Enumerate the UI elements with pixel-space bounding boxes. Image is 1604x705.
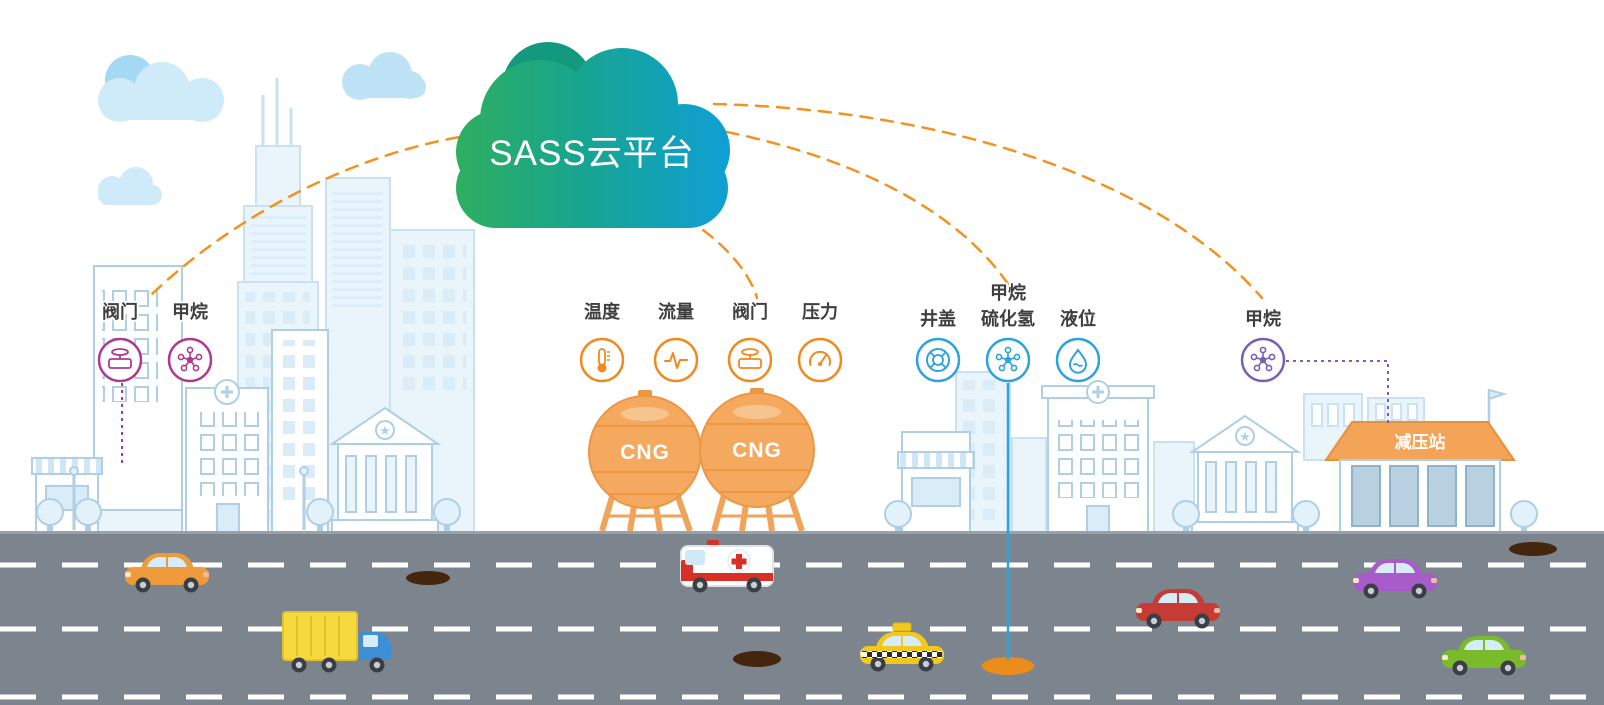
pressure-reducing-station: 减压站 — [1303, 388, 1516, 533]
sensor-group-station: 甲烷 — [1240, 306, 1286, 383]
svg-text:★: ★ — [1239, 430, 1251, 445]
methane-molecule-icon — [1250, 346, 1276, 372]
manhole-icon — [926, 348, 950, 372]
bank-building: ★ — [1188, 414, 1302, 533]
sensor-building — [93, 265, 183, 533]
sensor-label: 硫化氢 — [981, 308, 1035, 329]
sensor-label: 甲烷 — [172, 301, 208, 322]
sensor-circle — [579, 337, 625, 383]
sensor-circle — [797, 337, 843, 383]
sensor-label: 井盖 — [920, 308, 956, 329]
cng-tank: CNG — [699, 388, 815, 532]
taxi-checker-stripe — [862, 651, 942, 658]
tree — [1510, 500, 1538, 535]
sky-clouds — [98, 52, 426, 205]
sensor-label: 甲烷 — [990, 282, 1026, 303]
truck — [282, 611, 392, 673]
station-back-building — [1303, 393, 1425, 461]
station-label: 减压站 — [1395, 432, 1446, 452]
cng-tank-label: CNG — [620, 441, 670, 464]
red-cross-icon — [731, 554, 747, 569]
sensor-circle — [97, 337, 143, 383]
svg-text:★: ★ — [379, 424, 391, 439]
valve-icon — [108, 348, 132, 369]
arc-to-cng-sensors — [684, 216, 759, 300]
station-flag — [1487, 388, 1508, 424]
sensor-link-lines — [121, 360, 1389, 660]
sensor-circle — [1055, 337, 1101, 383]
sensor-group-cng: 温度 流量 阀门 压力 — [579, 299, 843, 383]
cloud-shape — [342, 52, 426, 100]
sensor-label: 温度 — [584, 301, 621, 322]
station-door — [1427, 465, 1457, 527]
ambulance — [680, 540, 774, 593]
shop-building — [897, 431, 975, 533]
valve-icon — [738, 348, 762, 369]
liquid-level-icon — [1068, 348, 1088, 374]
road — [0, 531, 1604, 705]
skyline-left: ★ — [31, 78, 475, 533]
flow-icon — [664, 352, 688, 369]
sensor-label: 压力 — [802, 302, 838, 322]
skyline-right: ★ — [884, 371, 1538, 535]
manhole-cover — [406, 571, 450, 585]
sensor-label: 甲烷 — [1245, 308, 1281, 329]
shop-building — [31, 457, 103, 533]
cng-tank: CNG — [588, 390, 702, 532]
sensor-label: 阀门 — [102, 301, 138, 322]
gas-molecule-icon — [995, 346, 1021, 372]
pressure-gauge-icon — [809, 350, 831, 366]
sensor-group-pipeline: 井盖 甲烷 硫化氢 液位 — [915, 280, 1101, 383]
cng-tank-label: CNG — [732, 439, 782, 462]
station-door — [1465, 465, 1495, 527]
arc-to-city-sensors — [148, 130, 502, 298]
cloud-platform-title: SASS云平台 — [489, 134, 694, 173]
manhole-cover — [733, 651, 781, 667]
sensor-circle — [727, 337, 773, 383]
bank-building: ★ — [328, 406, 442, 533]
arc-to-station-sensors — [712, 102, 1264, 300]
sensor-circle — [915, 337, 961, 383]
taxi — [860, 622, 944, 672]
station-door — [1389, 465, 1419, 527]
sensor-label: 阀门 — [732, 301, 768, 322]
cng-tanks: CNG CNG — [588, 388, 815, 532]
sensor-label: 液位 — [1060, 308, 1096, 329]
clinic-building — [185, 379, 269, 533]
manhole-cover — [1509, 542, 1557, 556]
methane-molecule-icon — [177, 346, 203, 372]
arc-to-pipeline-sensors — [704, 126, 1010, 286]
sensor-group-city: 阀门 甲烷 — [97, 299, 213, 383]
thermometer-icon — [597, 348, 610, 373]
leak-point — [982, 657, 1034, 675]
hospital-building — [1041, 380, 1155, 533]
cloud-platform: SASS云平台 — [456, 42, 730, 228]
station-door — [1351, 465, 1381, 527]
cloud-shape — [98, 55, 224, 122]
vehicles — [125, 540, 1526, 676]
sensor-label: 流量 — [658, 301, 694, 322]
sensor-circle — [653, 337, 699, 383]
cloud-shape — [98, 167, 162, 205]
